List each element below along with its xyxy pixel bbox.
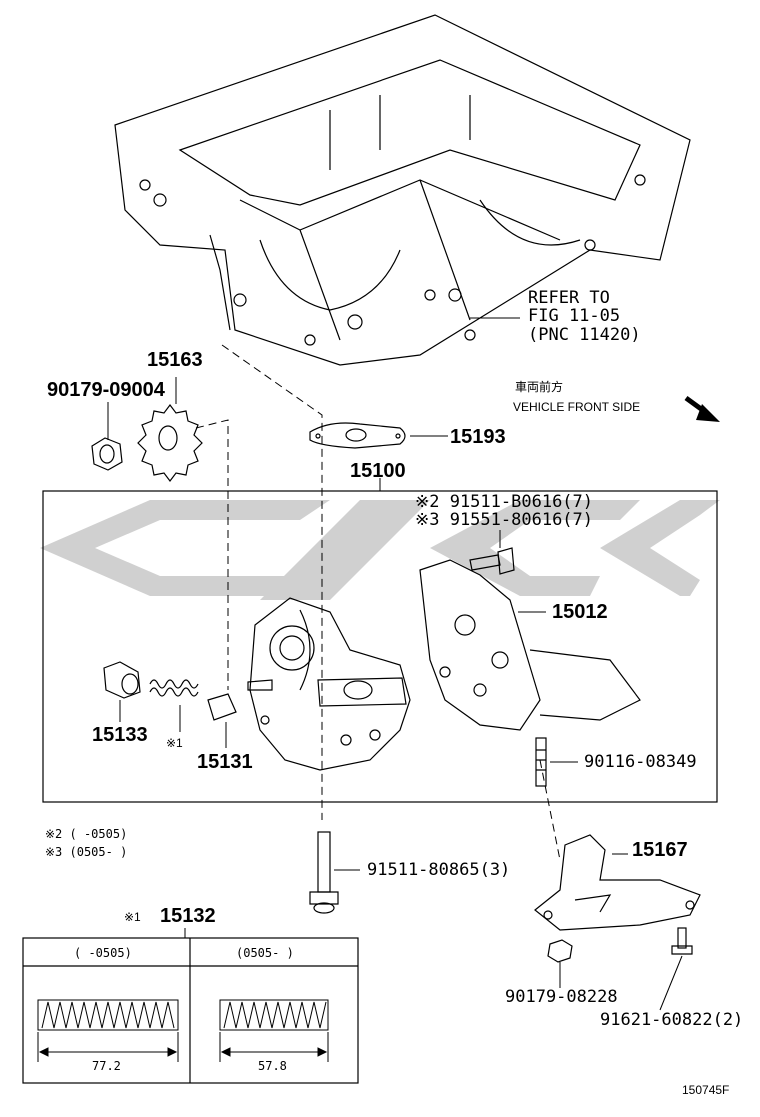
- part-15133: 15133: [92, 724, 148, 746]
- refer-line-2: FIG 11-05: [528, 306, 621, 326]
- orientation-japanese: 車両前方: [515, 380, 564, 394]
- note-mark-1: ※1: [166, 736, 183, 750]
- part-91551-80616: ※3 91551-80616(7): [415, 510, 594, 530]
- part-90179-08228: 90179-08228: [505, 987, 618, 1007]
- small-bolt-drawing: [671, 927, 693, 955]
- front-direction-arrow-icon: [684, 395, 720, 422]
- bracket-drawing: [534, 834, 701, 931]
- spring-col2-header: (0505- ): [236, 946, 294, 960]
- part-15132: 15132: [160, 905, 216, 927]
- spring-long-length: 77.2: [92, 1059, 121, 1073]
- part-90116-08349: 90116-08349: [584, 752, 697, 772]
- oil-pan-drawing: [114, 14, 691, 366]
- figure-id: 150745F: [682, 1083, 730, 1097]
- part-15131: 15131: [197, 751, 253, 773]
- part-15163: 15163: [147, 349, 203, 371]
- oil-pump-body-drawing: [247, 597, 411, 771]
- gasket-drawing: [309, 422, 406, 449]
- part-15100: 15100: [350, 460, 406, 482]
- refer-line-3: (PNC 11420): [528, 325, 641, 345]
- dashed-guides: [195, 344, 561, 861]
- note-3: ※3 (0505- ): [45, 845, 128, 859]
- spring-long-drawing: [37, 999, 179, 1062]
- part-15012: 15012: [552, 601, 608, 623]
- sprocket-drawing: [137, 404, 203, 482]
- part-91511-80865: 91511-80865(3): [367, 860, 511, 880]
- relief-valve-parts-drawing: [103, 661, 237, 721]
- part-90179-09004: 90179-09004: [47, 379, 165, 401]
- part-91621-60822: 91621-60822(2): [600, 1010, 744, 1030]
- nut-drawing: [91, 437, 123, 471]
- spring-table: [22, 937, 359, 1084]
- stud-drawing: [535, 737, 547, 787]
- cover-bolt-drawing: [469, 547, 515, 575]
- spring-mark: ※1: [124, 910, 141, 924]
- note-2: ※2 ( -0505): [45, 827, 128, 841]
- orientation-english: VEHICLE FRONT SIDE: [513, 400, 641, 414]
- part-15193: 15193: [450, 426, 506, 448]
- spring-short-length: 57.8: [258, 1059, 287, 1073]
- small-nut-drawing: [547, 939, 573, 963]
- spring-short-drawing: [219, 999, 329, 1062]
- refer-line-1: REFER TO: [528, 288, 610, 308]
- long-bolt-drawing: [309, 831, 339, 914]
- part-91511-b0616: ※2 91511-B0616(7): [415, 492, 594, 512]
- part-15167: 15167: [632, 839, 688, 861]
- spring-col1-header: ( -0505): [74, 946, 132, 960]
- pump-cover-drawing: [419, 559, 641, 731]
- watermark: [40, 500, 720, 600]
